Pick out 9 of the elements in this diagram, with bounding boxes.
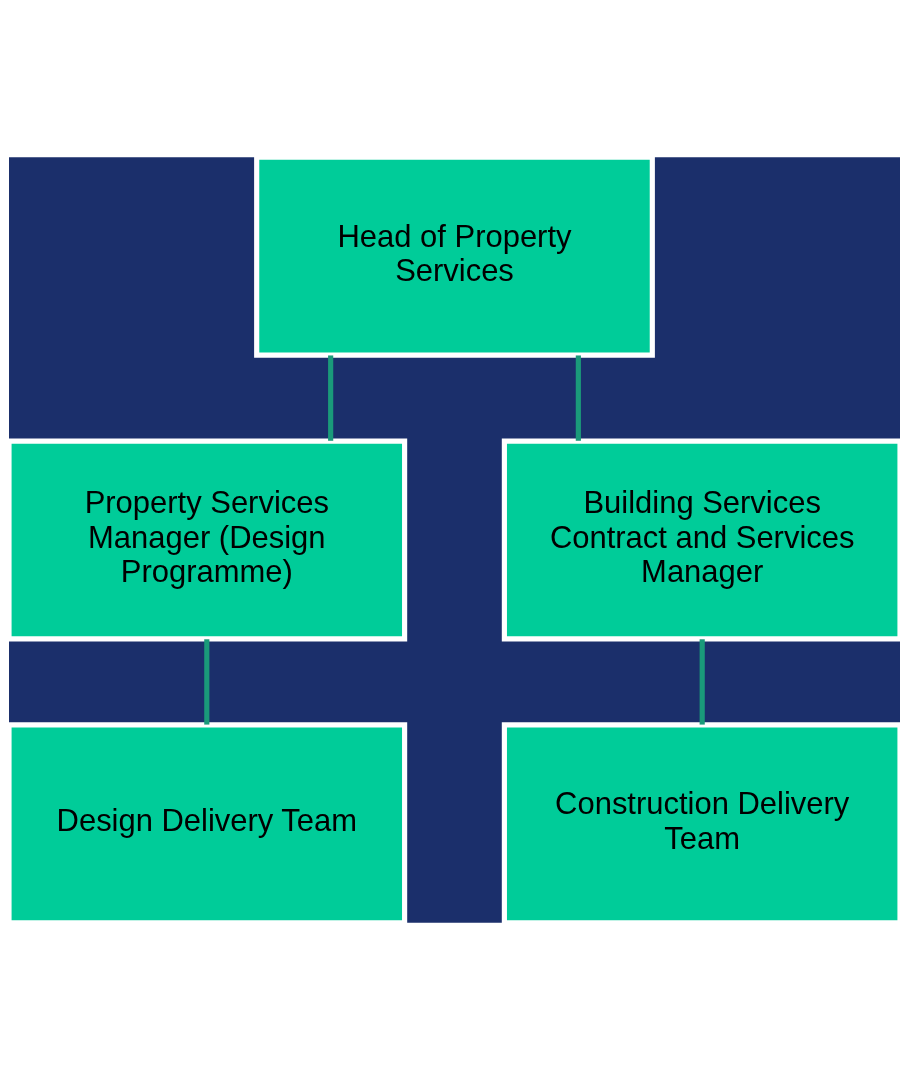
node-box: Construction Delivery Team [501, 721, 900, 923]
node-box: Head of Property Services [253, 156, 655, 358]
connector [327, 354, 333, 441]
node-box: Design Delivery Team [8, 721, 407, 923]
connector [203, 638, 209, 725]
connector [575, 354, 581, 441]
connector [699, 638, 705, 725]
node-box: Property Services Manager (Design Programme) [8, 438, 407, 641]
node-box: Building Services Contract and Services Manager [501, 438, 900, 641]
